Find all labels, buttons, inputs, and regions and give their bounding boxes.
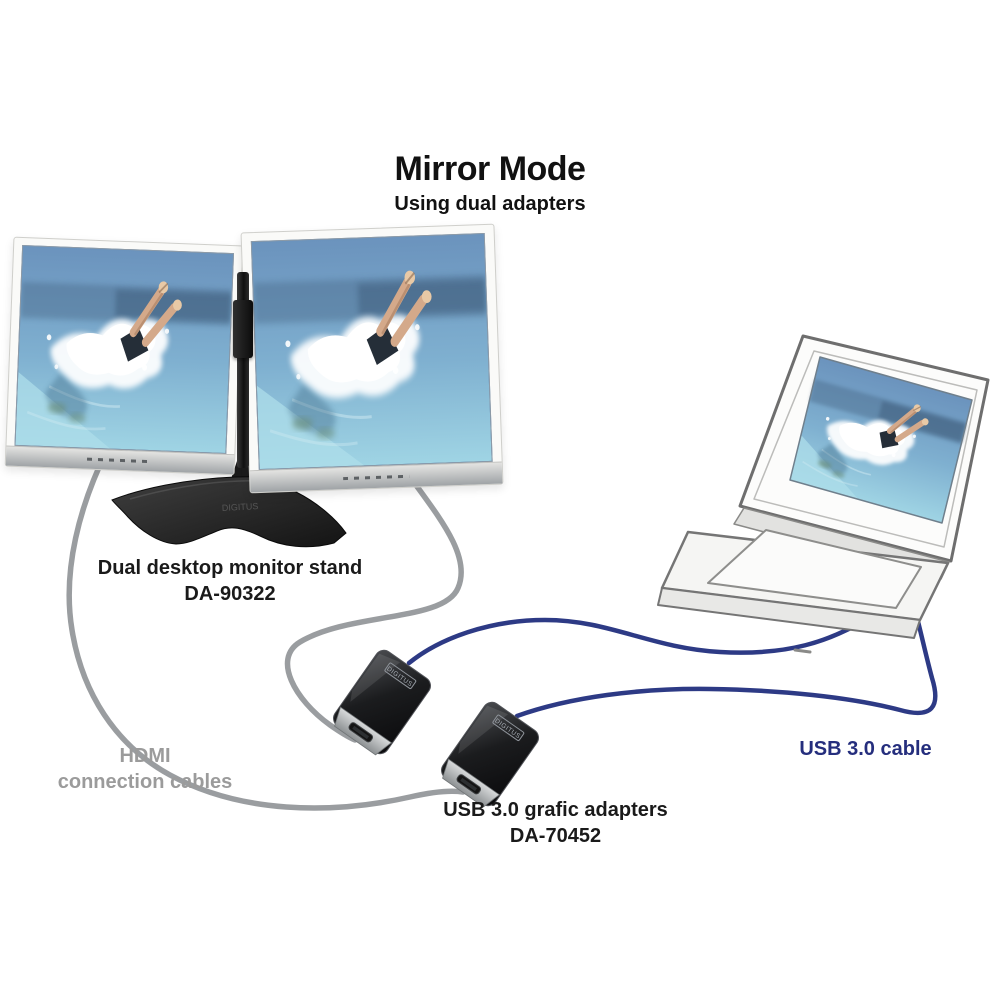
- usb-adapter-2: DIGITUS: [441, 701, 539, 808]
- stand-label-line1: Dual desktop monitor stand: [97, 557, 363, 579]
- laptop-keyboard-area: [707, 529, 922, 609]
- stand-label: Dual desktop monitor stand DA-90322: [30, 555, 430, 608]
- monitor-left-buttons: [86, 457, 154, 464]
- adapters-label-line2: DA-70452: [509, 825, 602, 848]
- monitor-left: [4, 236, 244, 476]
- hdmi-cable-left-monitor: [66, 447, 466, 811]
- monitor-stand-base: DIGITUS: [111, 452, 347, 548]
- hdmi-cables-label: HDMI connection cables: [15, 743, 275, 796]
- usb-adapters-label: USB 3.0 grafic adapters DA-70452: [398, 797, 713, 850]
- title-block: Mirror Mode Using dual adapters: [0, 152, 980, 216]
- laptop-front-edge: [657, 587, 921, 639]
- hdmi-label-line1: HDMI: [119, 745, 171, 767]
- stand-pole-clip: [233, 300, 253, 358]
- monitor-left-screen: [14, 245, 235, 454]
- usb-adapter-1: DIGITUS: [333, 649, 431, 756]
- monitor-right-screen: [250, 232, 493, 471]
- stand-label-line2: DA-90322: [184, 583, 276, 606]
- page-title: Mirror Mode: [394, 150, 586, 188]
- hdmi-cable-right-monitor: [284, 471, 464, 743]
- stand-brand-text: DIGITUS: [222, 501, 259, 513]
- monitor-right-buttons: [343, 474, 410, 481]
- laptop-screen: [790, 357, 972, 523]
- monitor-right: [240, 223, 504, 494]
- usb-cable-label: USB 3.0 cable: [799, 738, 932, 760]
- laptop: [657, 334, 990, 654]
- usb-cable-adapter2: [514, 603, 938, 719]
- adapters-label-line1: USB 3.0 grafic adapters: [443, 799, 668, 821]
- hdmi-label-line2: connection cables: [57, 771, 233, 794]
- page-subtitle: Using dual adapters: [394, 193, 586, 215]
